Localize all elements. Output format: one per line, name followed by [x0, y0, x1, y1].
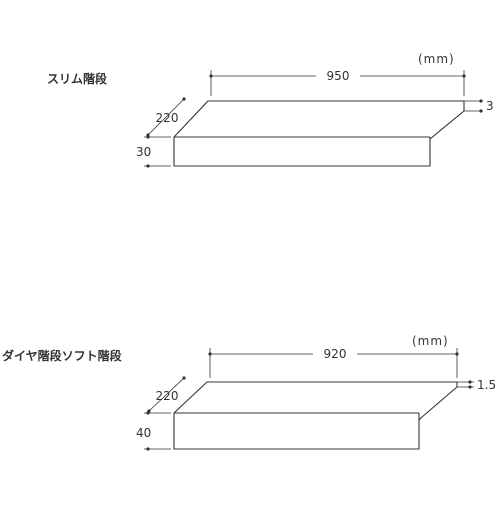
width-dimension: 920: [208, 347, 459, 378]
nose-label: 3: [486, 99, 494, 113]
width-label: 950: [327, 69, 350, 83]
depth-label: 220: [156, 111, 179, 125]
unit-label: (mm): [418, 52, 455, 66]
depth-dimension: 220: [147, 376, 186, 413]
height-dimension: 30: [136, 135, 171, 168]
height-label: 40: [136, 426, 151, 440]
depth-dimension: 220: [146, 97, 186, 137]
height-label: 30: [136, 145, 151, 159]
unit-label: (mm): [412, 334, 449, 348]
tread-shape: [173, 100, 465, 167]
depth-label: 220: [156, 389, 179, 403]
width-label: 920: [324, 347, 347, 361]
tread-shape: [173, 381, 458, 450]
nose-label: 1.5: [477, 378, 496, 392]
diagram-title: スリム階段: [47, 71, 108, 86]
diagram-diamond-soft-stair: ダイヤ階段ソフト階段 (mm) 920 220: [2, 334, 496, 451]
diagram-slim-stair: スリム階段 (mm) 950 220: [47, 52, 494, 168]
nose-dimension: 1.5: [457, 378, 496, 392]
width-dimension: 950: [209, 69, 466, 96]
height-dimension: 40: [136, 411, 171, 451]
nose-dimension: 3: [464, 99, 494, 113]
diagram-title: ダイヤ階段ソフト階段: [2, 348, 123, 363]
